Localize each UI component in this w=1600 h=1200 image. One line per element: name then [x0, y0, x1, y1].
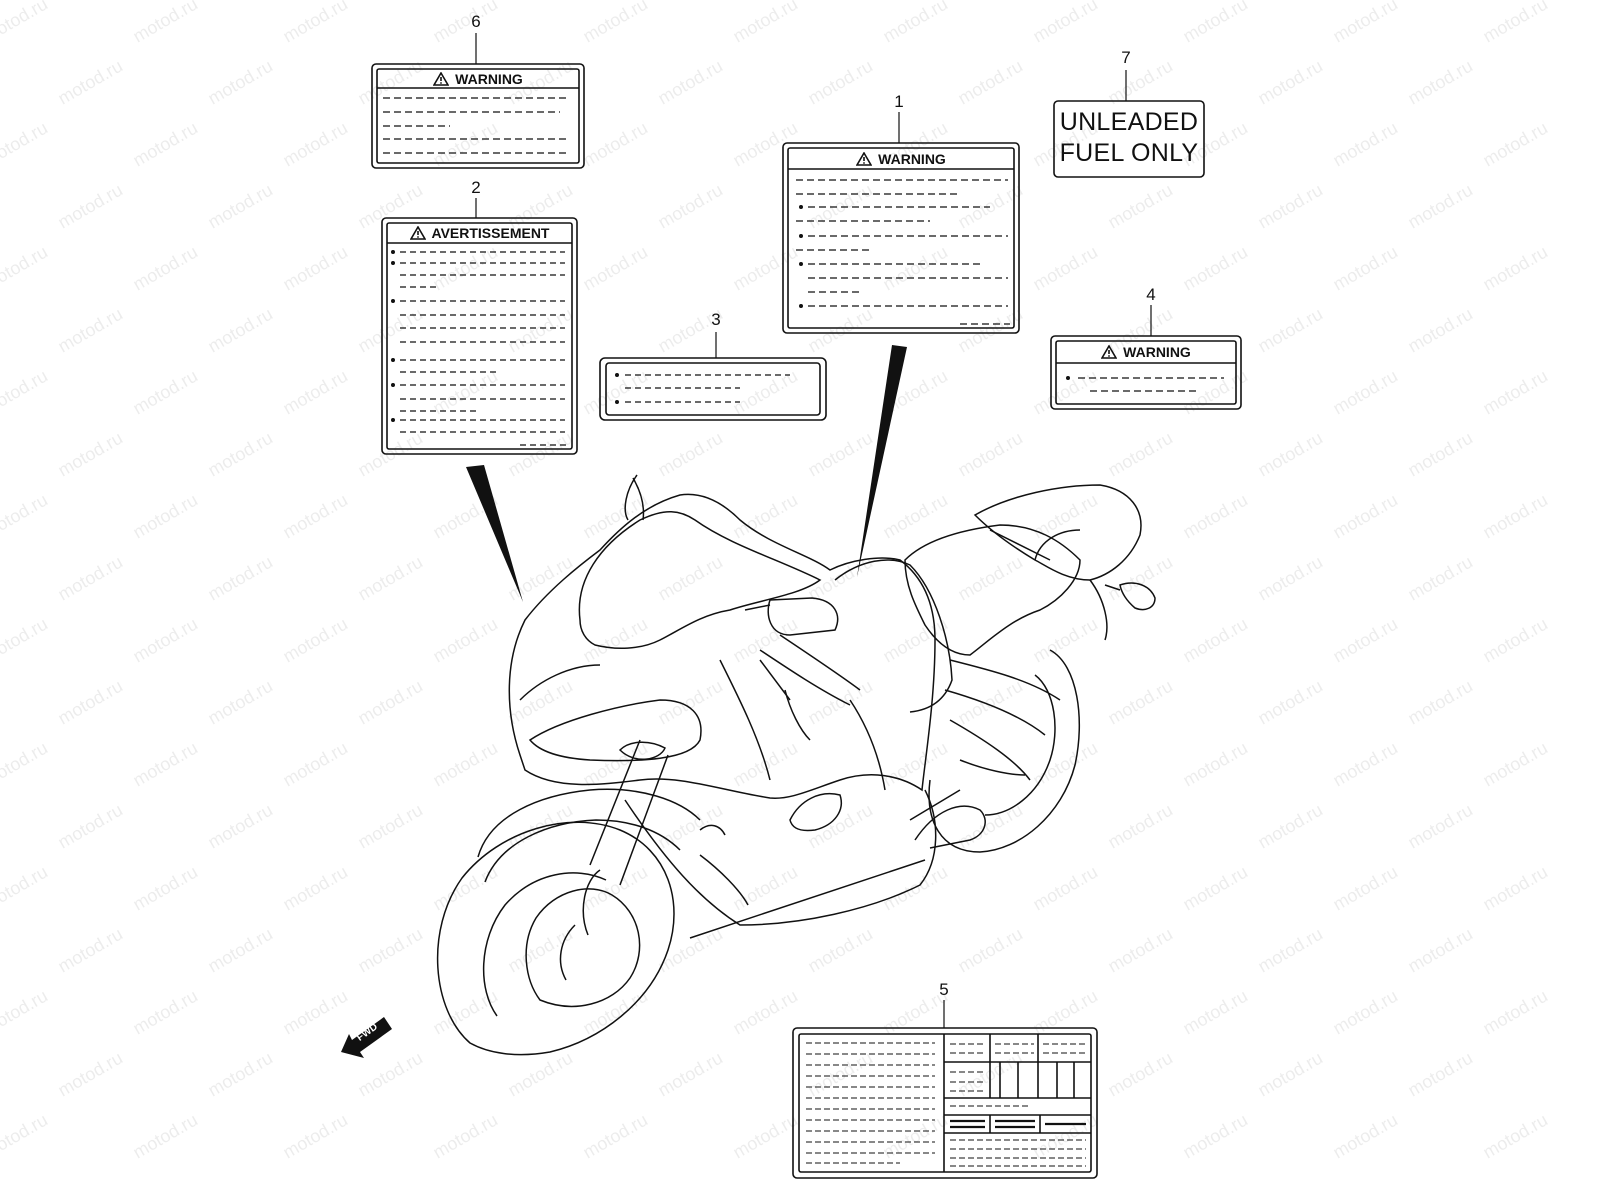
label-7-line-1: UNLEADED: [1059, 108, 1199, 136]
label-5[interactable]: [792, 1000, 1098, 1179]
label-7-line-2: FUEL ONLY: [1059, 139, 1199, 167]
callout-6: 6: [471, 12, 481, 31]
motorcycle-illustration: [436, 474, 1156, 1056]
callout-3: 3: [711, 310, 721, 329]
callout-7: 7: [1121, 48, 1131, 67]
label-4-title: WARNING: [1056, 341, 1236, 363]
label-2[interactable]: [381, 198, 578, 455]
label-6[interactable]: [371, 33, 585, 169]
callout-4: 4: [1146, 285, 1156, 304]
label-3[interactable]: [599, 332, 827, 421]
label-6-title: WARNING: [377, 69, 579, 88]
label-7[interactable]: [1053, 70, 1205, 178]
callout-2: 2: [471, 178, 481, 197]
pointer-label-2: [466, 465, 523, 602]
warning-triangle-icon: [856, 151, 873, 166]
warning-triangle-icon: [1101, 345, 1118, 359]
warning-triangle-icon: [433, 71, 450, 86]
callout-5: 5: [939, 980, 949, 999]
fwd-arrow-icon: [341, 1017, 392, 1058]
warning-triangle-icon: [409, 226, 426, 240]
label-2-title: AVERTISSEMENT: [387, 223, 572, 243]
label-4[interactable]: [1050, 305, 1242, 410]
label-1[interactable]: [782, 112, 1020, 334]
label-7-text: UNLEADED FUEL ONLY: [1054, 107, 1204, 169]
label-1-title: WARNING: [788, 148, 1014, 169]
callout-1: 1: [894, 92, 904, 111]
pointer-label-1: [857, 345, 907, 577]
